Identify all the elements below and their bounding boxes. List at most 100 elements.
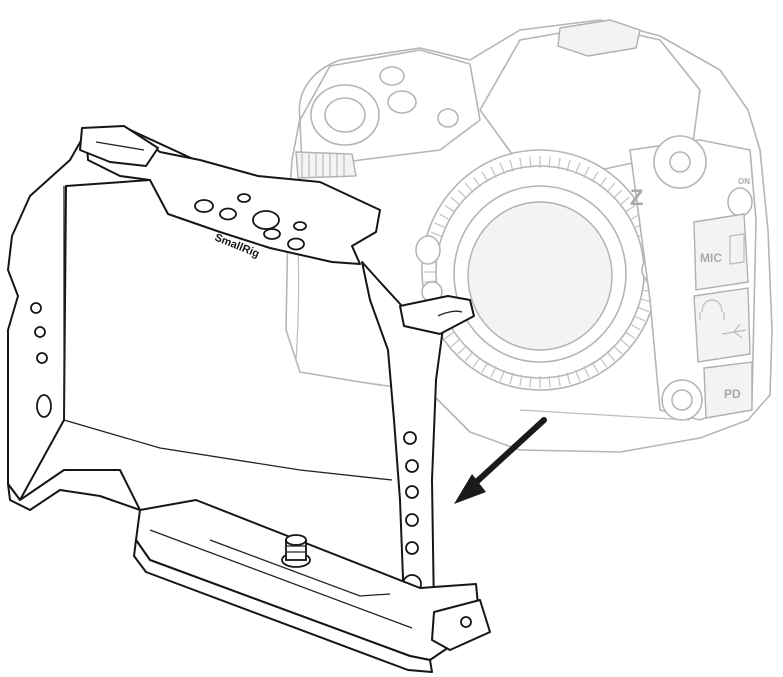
mount-tooth [499,369,505,382]
mount-tooth [509,372,514,385]
mount-tooth [575,162,581,175]
command-dial [295,151,357,179]
camera-logo: Z [630,185,643,210]
lens-release-button [415,235,441,265]
base-rail-line [149,529,413,629]
mount-tooth [583,366,590,378]
top-hole-6 [287,237,305,251]
dial-button-3 [437,108,459,128]
mount-tooth [557,374,561,387]
mount-tooth [439,213,451,221]
mount-tooth [637,307,650,313]
mount-tooth [464,351,474,362]
top-hole-3 [237,193,251,203]
front-arm-tab [399,295,475,335]
mount-tooth [464,182,474,193]
mount-tooth [591,171,599,183]
dial-button-2 [387,90,417,114]
on-label: ON [738,177,750,186]
mount-tooth [619,338,630,348]
mount-tooth [606,351,616,362]
mount-tooth [457,189,467,199]
mount-tooth [529,375,532,388]
mount-tooth [629,323,641,331]
mount-tooth [490,166,497,178]
mount-tooth [472,176,481,188]
mic-port-label: MIC [700,251,722,265]
mode-dial-inner [324,97,366,133]
headphone-icon [699,299,725,320]
on-button [727,187,753,217]
mount-tooth [599,176,608,188]
top-hole-2 [219,207,237,221]
mount-tooth [481,171,489,183]
mount-tooth [624,204,636,213]
mount-tooth [450,196,461,206]
usb-icon [721,323,747,339]
hot-shoe [557,19,641,57]
mount-tooth [529,156,532,169]
side-hole-3 [36,352,48,364]
mount-tooth [606,182,616,193]
mount-tooth [624,331,636,340]
mount-tooth [450,338,461,348]
mount-tooth [548,375,551,388]
mount-tooth [509,159,514,172]
upright-hole-4 [405,513,419,527]
mount-tooth [583,166,590,178]
mount-tooth [490,366,497,378]
upright-hole-3 [405,485,419,499]
port-door-usb [693,287,751,363]
mount-tooth [566,159,571,172]
cold-shoe-rail [95,141,145,151]
cage-left-lower [7,469,141,511]
base-plate-front [133,539,433,673]
mount-tooth [548,156,551,169]
mount-tooth [434,222,446,229]
mount-tooth [457,345,467,355]
mount-tooth [599,356,608,368]
pd-port-label: PD [724,387,741,401]
mount-tooth [557,157,561,170]
top-hole-5 [263,228,281,240]
mount-tooth [499,162,505,175]
mount-tooth [619,196,630,206]
top-hole-4 [252,210,280,230]
port-door-pd [703,361,753,419]
mount-tooth [575,369,581,382]
multi-selector-center [669,151,691,173]
side-hole-1 [30,302,42,314]
side-hole-4 [36,394,52,418]
arrow-icon [454,417,547,504]
mount-tooth [430,231,443,237]
mount-tooth [613,189,623,199]
body-bottom-line [519,409,691,421]
mount-tooth [481,361,489,373]
mount-tooth [519,157,523,170]
mount-tooth [634,315,646,322]
cage-left-inner [63,186,393,481]
screw-threads [286,545,306,553]
mount-tooth [444,204,456,213]
side-hole-2 [34,326,46,338]
front-arm-slot [437,310,463,317]
upright-hole-1 [403,431,417,445]
dial-button-1 [379,66,405,86]
port-door-mic [693,213,749,291]
upright-hole-2 [405,459,419,473]
hdmi-icon [729,233,745,265]
cage-left-frame [7,127,211,501]
command-dial-ribs [301,154,345,178]
base-channel [209,539,391,597]
remote-terminal-inner [671,389,693,411]
upright-hole-5 [405,541,419,555]
top-hole-7 [293,221,307,231]
sensor-opening [467,201,613,351]
top-hole-1 [194,199,214,213]
mount-tooth [519,374,523,387]
camera-cage: SmallRig [7,125,491,673]
mount-tooth [472,356,481,368]
mount-tooth [566,372,571,385]
